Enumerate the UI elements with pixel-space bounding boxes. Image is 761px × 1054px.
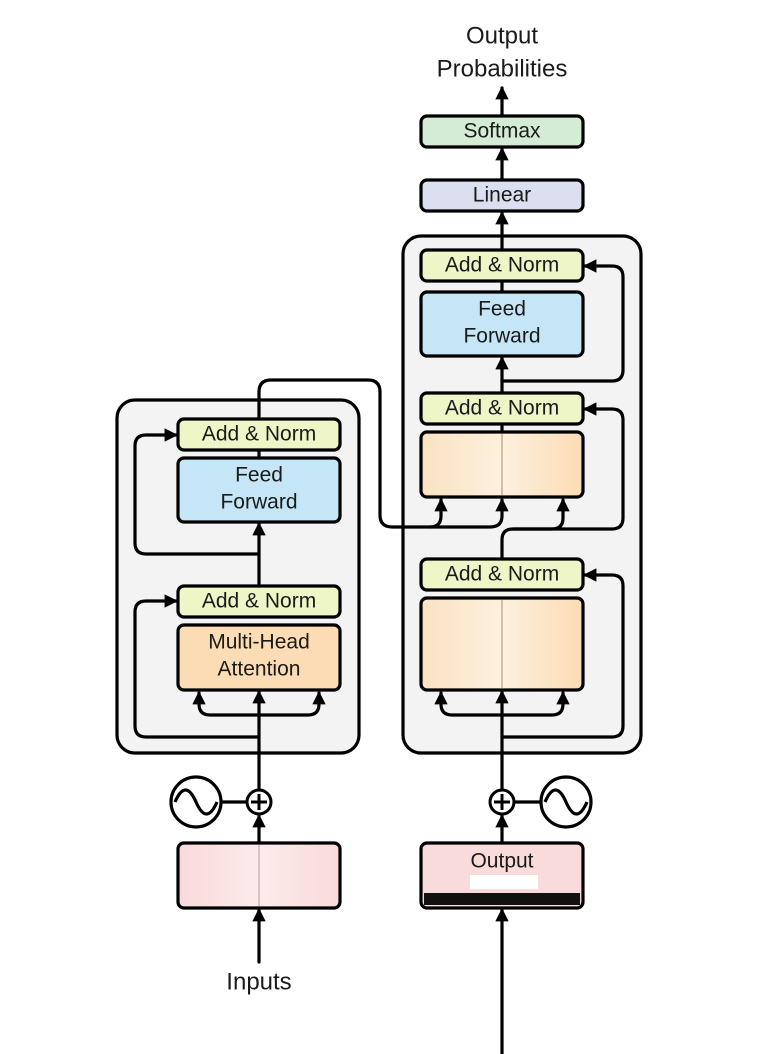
softmax-label: Softmax — [463, 120, 541, 143]
edge-encoder-residual-1 — [133, 594, 261, 739]
output-probabilities-line2: Probabilities — [437, 55, 568, 82]
output-embedding-label: Output — [470, 850, 533, 873]
encoder-attention-line2: Attention — [218, 658, 301, 681]
output-embedding-smudge-dark — [424, 893, 580, 905]
edge-encoder-residual-2 — [133, 428, 261, 556]
output-embedding-smudge-light — [470, 875, 538, 889]
inputs-label: Inputs — [226, 968, 291, 995]
encoder-feed-forward-line2: Forward — [220, 491, 297, 514]
linear-label: Linear — [473, 184, 531, 207]
decoder-feed-forward-line1: Feed — [478, 298, 526, 321]
edge-encoder-attn-right — [257, 690, 326, 717]
decoder-add-norm-top-label: Add & Norm — [445, 254, 559, 277]
edge-encoder-to-decoder-key — [428, 497, 509, 529]
edge-decoder-residual-1 — [500, 568, 625, 739]
encoder-block — [115, 398, 361, 755]
decoder-add-norm-middle-label: Add & Norm — [445, 397, 559, 420]
encoder-feed-forward-line1: Feed — [235, 464, 283, 487]
edge-decoder-residual-2 — [511, 402, 625, 531]
encoder-add-icon — [245, 788, 273, 816]
edge-decoder-residual-3 — [500, 259, 625, 383]
decoder-add-norm-bottom-label: Add & Norm — [445, 563, 559, 586]
edge-decoder-attn-right — [500, 690, 570, 717]
decoder-add-icon — [488, 788, 516, 816]
encoder-add-norm-top-label: Add & Norm — [202, 423, 316, 446]
decoder-positional-encoding-icon — [539, 775, 593, 829]
encoder-positional-encoding-icon — [169, 775, 223, 829]
edge-encoder-attn-left — [192, 690, 261, 717]
encoder-add-norm-bottom-label: Add & Norm — [202, 590, 316, 613]
decoder-feed-forward-line2: Forward — [463, 325, 540, 348]
output-probabilities-line1: Output — [466, 22, 538, 49]
edge-decoder-attn-left — [434, 690, 504, 717]
encoder-attention-line1: Multi-Head — [208, 631, 310, 654]
